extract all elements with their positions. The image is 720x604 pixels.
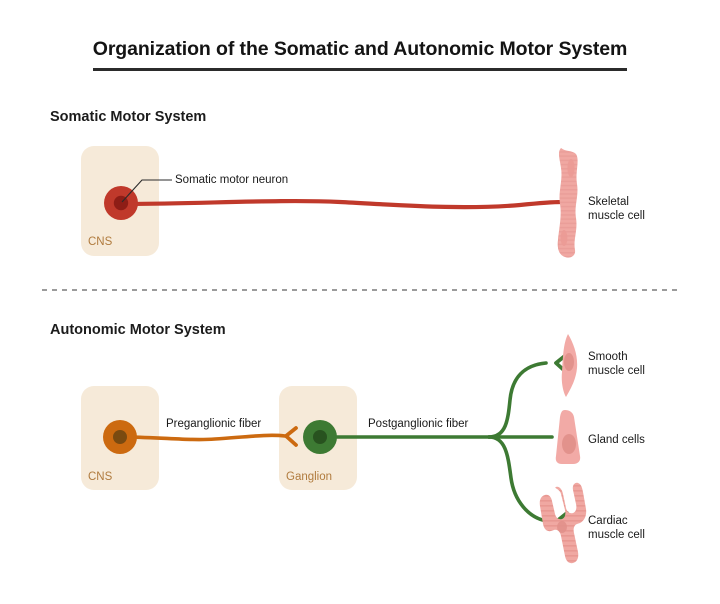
postganglionic-branch-smooth [487, 361, 548, 439]
label-cns-somatic: CNS [88, 236, 113, 248]
label-skeletal-muscle-cell: Skeletal muscle cell [588, 196, 645, 222]
label-preganglionic-fiber: Preganglionic fiber [166, 418, 262, 430]
title-container: Organization of the Somatic and Autonomi… [0, 38, 720, 71]
preganglionic-fiber [120, 433, 287, 442]
section-heading-somatic: Somatic Motor System [50, 109, 207, 125]
label-cardiac-muscle-cell: Cardiac muscle cell [588, 515, 645, 541]
preganglionic-fiber-terminal [284, 426, 298, 447]
section-heading-autonomic: Autonomic Motor System [50, 322, 226, 338]
gland-cells [555, 410, 581, 464]
postganglionic-neuron-nucleus [313, 430, 327, 444]
label-somatic-motor-neuron: Somatic motor neuron [175, 174, 289, 186]
smooth-muscle-cell [561, 334, 578, 397]
preganglionic-neuron-nucleus [113, 430, 127, 444]
somatic-axon-fiber [119, 198, 565, 210]
postganglionic-branch-cardiac [487, 435, 549, 523]
label-postganglionic-fiber: Postganglionic fiber [368, 418, 469, 430]
label-cns-autonomic: CNS [88, 471, 113, 483]
gland-cell-nucleus [562, 434, 576, 454]
somatic-neuron-leader-line [121, 179, 172, 203]
label-gland-cells: Gland cells [588, 434, 645, 446]
cardiac-muscle-cell [539, 482, 587, 564]
label-ganglion: Ganglion [286, 471, 333, 483]
smooth-muscle-nucleus [564, 353, 574, 371]
page-title: Organization of the Somatic and Autonomi… [92, 38, 627, 71]
skeletal-muscle-cell [557, 148, 578, 258]
label-smooth-muscle-cell: Smooth muscle cell [588, 351, 645, 377]
